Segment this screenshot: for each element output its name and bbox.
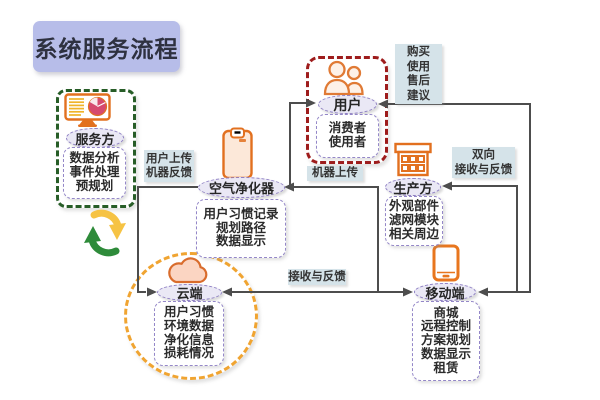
arrow-into-user-left <box>306 98 316 108</box>
edge-purifier-to-cloud <box>137 186 198 293</box>
list-item: 事件处理 <box>69 165 120 180</box>
mobile-node-label: 移动端 <box>414 283 476 301</box>
cloud-icon <box>168 257 208 284</box>
service-group-frame <box>56 89 136 208</box>
arrow-into-mobile-right <box>478 287 488 297</box>
producer-node-items: 外观部件 滤网模块 相关周边 <box>385 196 443 246</box>
list-item: 用户习惯 <box>163 304 214 319</box>
list-item: 滤网模块 <box>388 213 439 228</box>
arrow-into-producer <box>442 181 452 191</box>
page-title: 系统服务流程 <box>33 21 180 72</box>
arrow-into-purifier <box>284 182 294 192</box>
edge-label-machine-upload: 机器上传 <box>307 166 363 181</box>
service-node-label: 服务方 <box>66 128 124 148</box>
users-icon <box>323 60 364 96</box>
list-item: 净化信息 <box>163 332 214 347</box>
list-item: 外观部件 <box>388 199 439 214</box>
monitor-analytics-icon <box>64 93 111 127</box>
smartphone-icon <box>432 244 460 282</box>
user-group-frame <box>306 56 388 164</box>
list-item: 数据显示 <box>215 234 266 249</box>
list-item: 商城 <box>433 305 459 320</box>
list-item: 使用者 <box>328 135 367 149</box>
user-node-label: 用户 <box>318 95 377 114</box>
edge-label-purchase: 购买 使用 售后 建议 <box>395 44 442 104</box>
list-item: 预规划 <box>75 178 114 193</box>
purifier-node-label: 空气净化器 <box>198 177 285 198</box>
edge-label-bidirectional: 双向 接收与反馈 <box>452 147 515 178</box>
purifier-node-items: 用户习惯记录 规划路径 数据显示 <box>196 199 286 258</box>
list-item: 损耗情况 <box>163 346 214 361</box>
list-item: 规划路径 <box>215 220 266 235</box>
list-item: 方案规划 <box>420 333 471 348</box>
service-node-items: 数据分析 事件处理 预规划 <box>63 147 126 199</box>
factory-building-icon <box>394 142 432 177</box>
arrow-into-cloud-left <box>147 287 157 297</box>
sync-arrows-icon <box>84 209 126 257</box>
mobile-node-items: 商城 远程控制 方案规划 数据显示 租赁 <box>412 301 480 381</box>
list-item: 租赁 <box>433 360 459 375</box>
list-item: 用户习惯记录 <box>203 206 279 221</box>
edge-purifier-right-rail <box>293 186 379 292</box>
air-purifier-icon <box>222 127 253 180</box>
arrow-into-user-right <box>378 99 388 109</box>
list-item: 环境数据 <box>163 318 214 333</box>
user-node-items: 消费者 使用者 <box>316 114 379 158</box>
cloud-node-label: 云端 <box>157 284 222 301</box>
edge-label-user-upload: 用户上传 机器反馈 <box>144 150 194 182</box>
producer-node-label: 生产方 <box>385 178 441 196</box>
arrow-into-cloud-right <box>222 287 232 297</box>
list-item: 消费者 <box>328 121 367 136</box>
edge-user-to-mobile <box>388 103 531 293</box>
cloud-node-items: 用户习惯 环境数据 净化信息 损耗情况 <box>154 301 224 366</box>
list-item: 数据分析 <box>69 151 120 166</box>
list-item: 数据显示 <box>420 346 471 361</box>
list-item: 远程控制 <box>420 319 471 334</box>
arrow-into-mobile-left <box>403 287 413 297</box>
edge-label-receive-feedback: 接收与反馈 <box>288 269 346 285</box>
list-item: 相关周边 <box>388 226 439 241</box>
edge-purifier-to-user <box>289 102 306 187</box>
edge-mobile-to-producer <box>452 185 518 291</box>
cloud-group-frame <box>124 252 258 380</box>
